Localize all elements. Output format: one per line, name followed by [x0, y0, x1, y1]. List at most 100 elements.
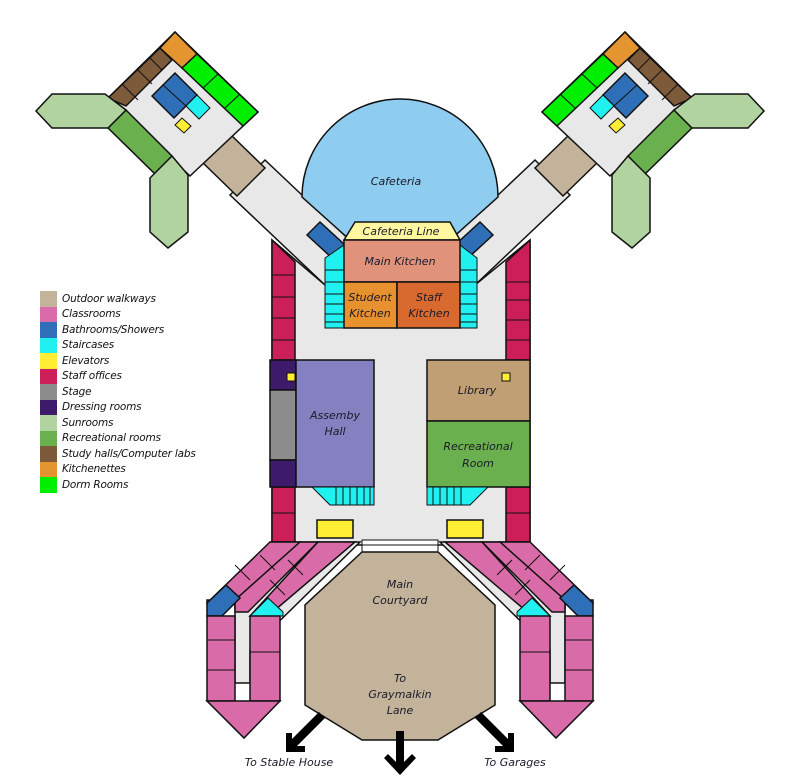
staff-offices-right[interactable]	[505, 238, 531, 543]
dorm-wing-right	[540, 30, 766, 249]
legend-label: Stage	[62, 385, 92, 398]
legend-label: Classrooms	[62, 308, 121, 321]
legend-swatch	[40, 368, 57, 384]
legend-label: Outdoor walkways	[62, 292, 156, 305]
legend-label: Recreational rooms	[62, 432, 161, 445]
elevator-icon	[501, 372, 511, 382]
legend-item: Staff offices	[40, 368, 196, 384]
svg-text:Lane: Lane	[387, 704, 414, 717]
svg-text:Courtyard: Courtyard	[373, 594, 429, 607]
legend-item: Staircases	[40, 337, 196, 353]
assembly-label: Assemby	[309, 409, 360, 422]
elevator	[608, 117, 626, 134]
elevator-right[interactable]	[446, 519, 484, 539]
staircase	[589, 94, 615, 120]
legend-item: Sunrooms	[40, 415, 196, 431]
library[interactable]: Library	[426, 359, 531, 422]
legend-label: Sunrooms	[62, 416, 114, 429]
arrow-garages-icon	[475, 712, 514, 752]
legend-label: Dorm Rooms	[62, 478, 129, 491]
classroom-point[interactable]	[518, 700, 595, 740]
legend-swatch	[40, 337, 57, 353]
legend-item: Recreational rooms	[40, 430, 196, 446]
direction-stable-house: To Stable House	[245, 756, 334, 769]
dorm-rooms[interactable]	[180, 52, 260, 128]
classrooms-column[interactable]	[206, 615, 236, 702]
bathroom[interactable]	[206, 583, 242, 617]
legend-swatch	[40, 477, 57, 493]
legend-swatch	[40, 446, 57, 462]
study-halls[interactable]	[626, 46, 694, 107]
legend-label: Study halls/Computer labs	[62, 447, 196, 460]
elevator-left[interactable]	[316, 519, 354, 539]
sunroom-west[interactable]	[34, 93, 128, 129]
svg-text:Staff: Staff	[416, 291, 443, 304]
main-courtyard[interactable]: Main Courtyard To Graymalkin Lane	[304, 539, 496, 741]
bathroom[interactable]	[558, 583, 594, 617]
legend-swatch	[40, 384, 57, 400]
sunroom-south[interactable]	[611, 154, 651, 249]
cafeteria-line[interactable]: Cafeteria Line	[342, 221, 462, 241]
svg-text:Cafeteria: Cafeteria	[371, 175, 422, 188]
sunroom-south[interactable]	[149, 154, 189, 249]
svg-text:Graymalkin: Graymalkin	[368, 688, 431, 701]
legend-item: Outdoor walkways	[40, 291, 196, 307]
legend-swatch	[40, 461, 57, 477]
svg-text:Hall: Hall	[324, 425, 345, 438]
legend-swatch	[40, 322, 57, 338]
svg-text:Cafeteria Line: Cafeteria Line	[363, 225, 440, 238]
legend-item: Classrooms	[40, 306, 196, 322]
legend-label: Staff offices	[62, 370, 122, 383]
elevator-icon	[286, 372, 296, 382]
student-kitchen[interactable]	[343, 281, 398, 329]
svg-text:Student: Student	[348, 291, 392, 304]
legend-item: Bathrooms/Showers	[40, 322, 196, 338]
arrow-stable-house-icon	[286, 712, 325, 752]
recreational-room[interactable]: Recreational Room	[426, 420, 531, 506]
staff-offices-left[interactable]	[271, 238, 296, 543]
legend-label: Staircases	[62, 339, 115, 352]
svg-text:Main: Main	[387, 578, 413, 591]
legend-swatch	[40, 415, 57, 431]
study-halls[interactable]	[106, 46, 174, 107]
stage-area[interactable]	[269, 359, 297, 488]
direction-garages: To Garages	[484, 756, 546, 769]
sunroom-east[interactable]	[672, 93, 766, 129]
legend-swatch	[40, 430, 57, 446]
assembly-hall[interactable]: Assemby Hall	[286, 359, 375, 506]
legend-label: Bathrooms/Showers	[62, 323, 164, 336]
legend-label: Elevators	[62, 354, 110, 367]
legend-item: Kitchenettes	[40, 461, 196, 477]
elevator	[174, 117, 192, 134]
legend-swatch	[40, 291, 57, 307]
legend-swatch	[40, 306, 57, 322]
classroom-point[interactable]	[205, 700, 282, 740]
legend-item: Stage	[40, 384, 196, 400]
svg-text:Library: Library	[458, 384, 497, 397]
legend-item: Dressing rooms	[40, 399, 196, 415]
svg-text:Room: Room	[462, 457, 494, 470]
classroom-wing-right	[438, 541, 595, 740]
legend-item: Dorm Rooms	[40, 477, 196, 493]
classroom-wing-left	[205, 541, 362, 740]
classrooms-column[interactable]	[564, 615, 594, 702]
cafeteria[interactable]: Cafeteria	[301, 98, 499, 241]
legend-swatch	[40, 399, 57, 415]
legend-item: Study halls/Computer labs	[40, 446, 196, 462]
main-kitchen[interactable]	[343, 239, 461, 283]
svg-text:To: To	[394, 672, 406, 685]
dorm-rooms[interactable]	[540, 52, 620, 128]
legend-label: Dressing rooms	[62, 401, 142, 414]
staircase-left	[324, 244, 345, 329]
staff-kitchen[interactable]	[396, 281, 461, 329]
svg-text:Main Kitchen: Main Kitchen	[364, 255, 435, 268]
staircase	[185, 94, 211, 120]
svg-text:Recreational: Recreational	[443, 440, 512, 453]
legend-label: Kitchenettes	[62, 463, 126, 476]
legend-swatch	[40, 353, 57, 369]
legend-item: Elevators	[40, 353, 196, 369]
kitchen-block: Main Kitchen Student Kitchen Staff Kitch…	[324, 239, 478, 329]
arrow-graymalkin-icon	[384, 731, 416, 775]
